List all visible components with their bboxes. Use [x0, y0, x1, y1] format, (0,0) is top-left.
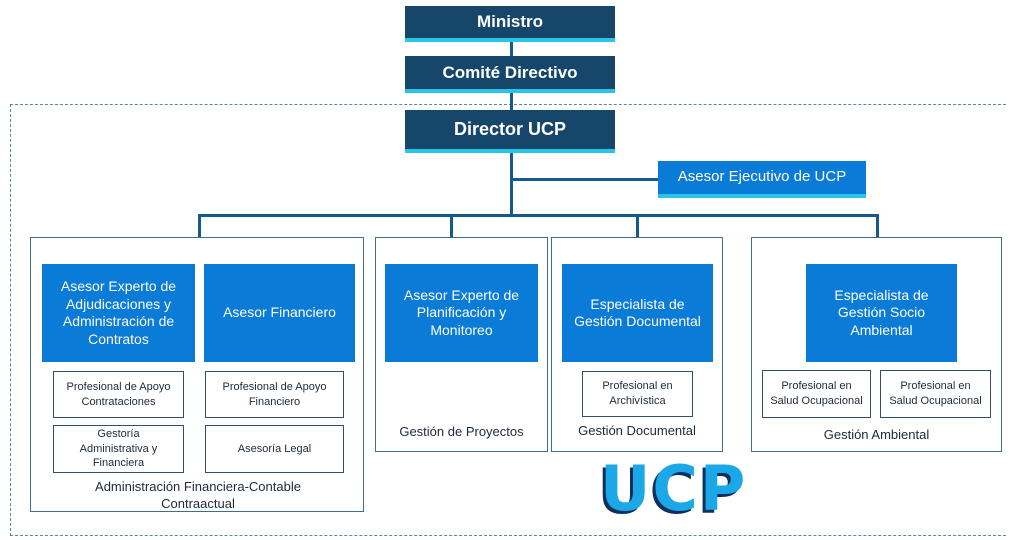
asesor-planificacion-box: Asesor Experto de Planificación y Monito… — [385, 264, 538, 362]
caption-ambiental-label: Gestión Ambiental — [823, 427, 930, 442]
connector-horizontal-bus — [198, 214, 879, 217]
ucp-logo: UCP — [600, 456, 750, 522]
connector-documental — [636, 214, 639, 237]
caption-proyectos: Gestión de Proyectos — [376, 424, 547, 441]
asesor-ejecutivo-label: Asesor Ejecutivo de UCP — [677, 168, 847, 186]
comite-directivo-box: Comité Directivo — [405, 56, 615, 93]
profesional-apoyo-contrataciones-label: Profesional de Apoyo Contrataciones — [66, 380, 171, 408]
profesional-archivistica-box: Profesional en Archivística — [582, 371, 693, 417]
connector-director-trunk — [510, 153, 513, 215]
caption-documental: Gestión Documental — [552, 423, 722, 440]
especialista-ambiental-box: Especialista de Gestión Socio Ambiental — [806, 264, 957, 362]
asesor-planificacion-label: Asesor Experto de Planificación y Monito… — [403, 286, 520, 338]
asesor-financiero-box: Asesor Financiero — [204, 264, 355, 362]
profesional-salud-ocupacional-1-label: Profesional en Salud Ocupacional — [770, 380, 863, 407]
connector-admin — [198, 214, 201, 237]
ucp-logo-text: UCP — [600, 452, 748, 525]
especialista-documental-label: Especialista de Gestión Documental — [574, 295, 701, 330]
gestoria-administrativa-label: Gestoría Administrativa y Financiera — [79, 427, 158, 470]
connector-proyectos — [450, 214, 453, 237]
profesional-salud-ocupacional-2-box: Profesional en Salud Ocupacional — [880, 370, 991, 418]
profesional-apoyo-financiero-label: Profesional de Apoyo Financiero — [222, 380, 327, 408]
profesional-archivistica-label: Profesional en Archivística — [602, 380, 673, 407]
caption-proyectos-label: Gestión de Proyectos — [399, 424, 524, 439]
caption-ambiental: Gestión Ambiental — [752, 427, 1001, 444]
profesional-salud-ocupacional-2-label: Profesional en Salud Ocupacional — [889, 380, 982, 407]
asesoria-legal-box: Asesoría Legal — [205, 425, 344, 473]
ministro-box: Ministro — [405, 6, 615, 42]
caption-administracion-label: Administración Financiera-Contable Contr… — [95, 479, 301, 511]
gestoria-administrativa-box: Gestoría Administrativa y Financiera — [53, 425, 184, 473]
director-ucp-label: Director UCP — [453, 119, 567, 139]
profesional-apoyo-contrataciones-box: Profesional de Apoyo Contrataciones — [53, 371, 184, 418]
asesor-ejecutivo-box: Asesor Ejecutivo de UCP — [658, 161, 866, 198]
profesional-apoyo-financiero-box: Profesional de Apoyo Financiero — [205, 371, 344, 418]
profesional-salud-ocupacional-1-box: Profesional en Salud Ocupacional — [762, 370, 871, 418]
director-ucp-box: Director UCP — [405, 110, 615, 153]
connector-comite-director — [510, 93, 513, 110]
ministro-label: Ministro — [476, 12, 544, 31]
asesor-adjudicaciones-label: Asesor Experto de Adjudicaciones y Admin… — [60, 278, 177, 347]
asesor-financiero-label: Asesor Financiero — [223, 304, 336, 321]
especialista-documental-box: Especialista de Gestión Documental — [562, 264, 713, 362]
asesoria-legal-label: Asesoría Legal — [237, 442, 312, 455]
asesor-adjudicaciones-box: Asesor Experto de Adjudicaciones y Admin… — [42, 264, 195, 362]
especialista-ambiental-label: Especialista de Gestión Socio Ambiental — [834, 286, 929, 338]
connector-asesor-ejecutivo — [512, 178, 658, 181]
comite-directivo-label: Comité Directivo — [442, 62, 578, 82]
ucp-boundary — [10, 104, 1006, 536]
connector-ministro-comite — [510, 42, 513, 56]
caption-documental-label: Gestión Documental — [578, 423, 696, 438]
connector-ambiental — [876, 214, 879, 237]
caption-administracion: Administración Financiera-Contable Contr… — [70, 479, 326, 513]
